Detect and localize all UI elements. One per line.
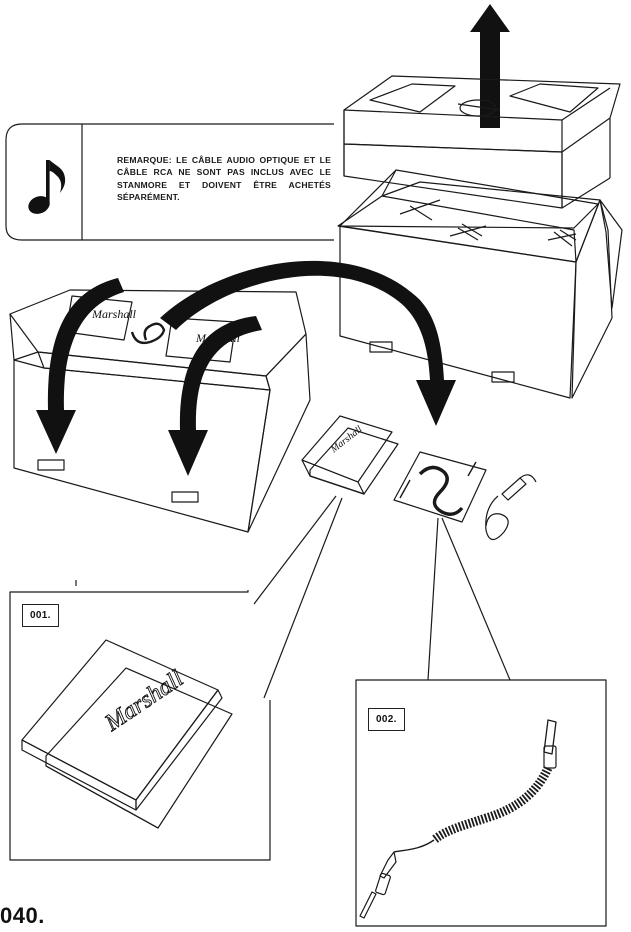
- page-number: 040.: [0, 903, 45, 928]
- up-arrow-icon: [470, 4, 510, 128]
- foam-insert-top: [343, 75, 621, 209]
- leader-line: [427, 517, 439, 681]
- callout-label-cable: 002.: [368, 708, 405, 731]
- power-cable: [485, 474, 537, 541]
- manual-booklet: Marshall: [301, 415, 399, 495]
- leader-line: [263, 497, 343, 699]
- note-text: REMARQUE: LE CÂBLE AUDIO OPTIQUE ET LE C…: [117, 155, 331, 203]
- leader-line: [253, 495, 337, 605]
- brand-logo: Marshall: [328, 424, 365, 456]
- music-note-icon: [28, 160, 66, 214]
- coiled-cable-card: [393, 451, 487, 523]
- brand-logo: Marshall: [91, 307, 137, 321]
- detail-panel-cable: [355, 679, 607, 927]
- curved-arrow-left-down: [36, 278, 124, 454]
- note-panel: [5, 123, 334, 241]
- leader-line: [441, 517, 511, 681]
- box-right-open: [337, 169, 623, 399]
- curved-arrow-center-down: [168, 316, 262, 476]
- callout-label-manual: 001.: [22, 604, 59, 627]
